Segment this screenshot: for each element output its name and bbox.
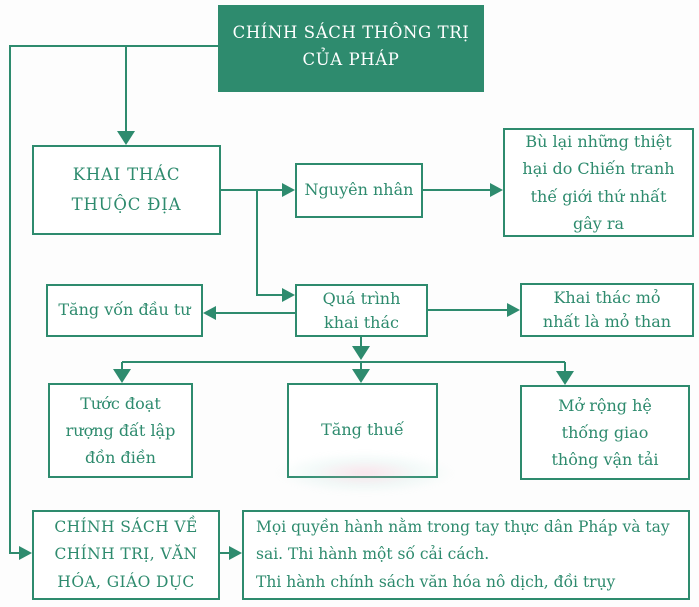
node-qua-trinh-line2: khai thác	[324, 312, 399, 332]
node-mo-rong-giao-thong: Mở rộng hệ thống giao thông vận tải	[520, 385, 690, 480]
node-qua-trinh-line1: Quá trình	[322, 288, 401, 308]
node-title-line2: CỦA PHÁP	[302, 50, 400, 70]
node-nguyen-nhan-label: Nguyên nhân	[304, 180, 414, 200]
node-tuoc-doat-line3: đồn điền	[85, 448, 156, 468]
node-title-line1: CHÍNH SÁCH THÔNG TRỊ	[232, 23, 470, 42]
node-chinh-sach-line3: HÓA, GIÁO DỤC	[57, 572, 195, 591]
node-moi-quyen-line2: sai. Thi hành một số cải cách.	[256, 545, 490, 564]
node-tuoc-doat-line1: Tước đoạt	[80, 393, 161, 413]
node-mo-rong-line1: Mở rộng hệ	[558, 395, 652, 415]
node-tang-von-dau-tu: Tăng vốn đầu tư	[46, 284, 203, 337]
node-khai-thac-mo: Khai thác mỏ nhất là mỏ than	[520, 283, 694, 337]
node-tang-thue-label: Tăng thuế	[321, 420, 404, 440]
node-moi-quyen-hanh: Mọi quyền hành nằm trong tay thực dân Ph…	[242, 510, 690, 600]
node-tang-thue: Tăng thuế	[287, 383, 438, 478]
node-khai-thac-line1: KHAI THÁC	[72, 165, 181, 185]
node-moi-quyen-line1: Mọi quyền hành nằm trong tay thực dân Ph…	[256, 518, 670, 537]
node-mo-rong-line3: thông vận tải	[551, 450, 659, 470]
node-tuoc-doat-line2: rượng đất lập	[65, 420, 176, 440]
node-tuoc-doat-ruong-dat: Tước đoạt rượng đất lập đồn điền	[48, 383, 193, 478]
node-tang-von-label: Tăng vốn đầu tư	[58, 300, 191, 320]
node-khai-thac-mo-line2: nhất là mỏ than	[542, 312, 672, 331]
node-bu-lai-label: Bù lại những thiệt hại do Chiến tranh th…	[522, 132, 675, 233]
node-chinh-sach-line2: CHÍNH TRỊ, VĂN	[54, 545, 198, 564]
node-mo-rong-line2: thống giao	[561, 422, 649, 442]
node-chinh-sach-line1: CHÍNH SÁCH VỀ	[54, 518, 198, 537]
node-chinh-sach-ve-chinh-tri: CHÍNH SÁCH VỀ CHÍNH TRỊ, VĂN HÓA, GIÁO D…	[32, 510, 220, 600]
node-title: CHÍNH SÁCH THÔNG TRỊ CỦA PHÁP	[218, 5, 484, 92]
node-moi-quyen-line3: Thi hành chính sách văn hóa nô dịch, đồi…	[256, 572, 616, 591]
node-bu-lai: Bù lại những thiệt hại do Chiến tranh th…	[503, 128, 694, 237]
node-khai-thac-line2: THUỘC ĐỊA	[71, 195, 182, 214]
node-nguyen-nhan: Nguyên nhân	[295, 163, 423, 218]
node-khai-thac-thuoc-dia: KHAI THÁC THUỘC ĐỊA	[32, 145, 221, 235]
node-qua-trinh-khai-thac: Quá trình khai thác	[295, 284, 428, 337]
node-khai-thac-mo-line1: Khai thác mỏ	[553, 288, 661, 307]
